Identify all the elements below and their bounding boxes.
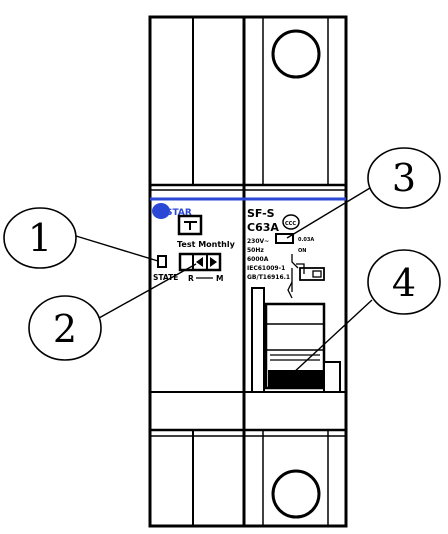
spec-line-capacity: 6000A xyxy=(247,256,269,263)
handle-grip xyxy=(268,370,324,388)
callout-1-number: 1 xyxy=(28,216,52,260)
callout-2: 2 xyxy=(28,263,197,361)
status-indicator xyxy=(157,255,167,268)
callout-3-number: 3 xyxy=(392,156,416,200)
m-label: M xyxy=(216,274,223,283)
callout-1: 1 xyxy=(3,207,159,269)
callout-1-leader xyxy=(75,235,159,262)
r-label: R xyxy=(188,274,194,283)
standard-line-2: GB/T16916.1 xyxy=(247,274,290,281)
callout-3-circle xyxy=(367,147,441,209)
callout-2-circle xyxy=(28,295,102,361)
spec-line-frequency: 50Hz xyxy=(247,247,264,254)
status-label: STATE xyxy=(153,273,178,282)
left-module-face: STAR Test Monthly STATE R M xyxy=(152,203,236,283)
callout-4: 4 xyxy=(291,249,441,375)
top-terminal-screw xyxy=(271,29,321,79)
bottom-terminal-screw xyxy=(271,469,321,519)
wiring-schematic-icon xyxy=(287,254,325,299)
spec-line-voltage: 230V~ xyxy=(247,238,269,245)
ccc-mark-icon xyxy=(282,214,300,230)
test-monthly-label: Test Monthly xyxy=(177,240,236,249)
callout-2-number: 2 xyxy=(53,307,77,351)
breaker-housing xyxy=(148,15,348,528)
trip-indicator-window xyxy=(275,233,294,244)
operating-handle[interactable] xyxy=(244,287,346,393)
standard-line-1: IEC61009-1 xyxy=(247,265,285,272)
callout-4-leader xyxy=(291,299,373,375)
ccc-mark-text: CCC xyxy=(285,221,296,227)
callout-3-leader xyxy=(286,187,371,239)
callout-4-circle xyxy=(367,249,441,315)
callout-4-number: 4 xyxy=(392,261,416,305)
model-label: SF-S xyxy=(247,207,275,220)
delta-current-label: 0.03A xyxy=(298,237,314,243)
callout-2-leader xyxy=(98,263,197,319)
test-button-icon xyxy=(184,221,197,230)
rating-label: C63A xyxy=(247,221,279,234)
callout-3: 3 xyxy=(286,147,441,239)
tripping-label: ON xyxy=(298,248,306,254)
brand-name: STAR xyxy=(166,208,192,218)
right-module-face: SF-S C63A CCC 230V~ 50Hz 6000A 0.03A ON … xyxy=(247,207,325,299)
callout-1-circle xyxy=(3,207,77,269)
brand-logo-icon xyxy=(152,203,170,219)
